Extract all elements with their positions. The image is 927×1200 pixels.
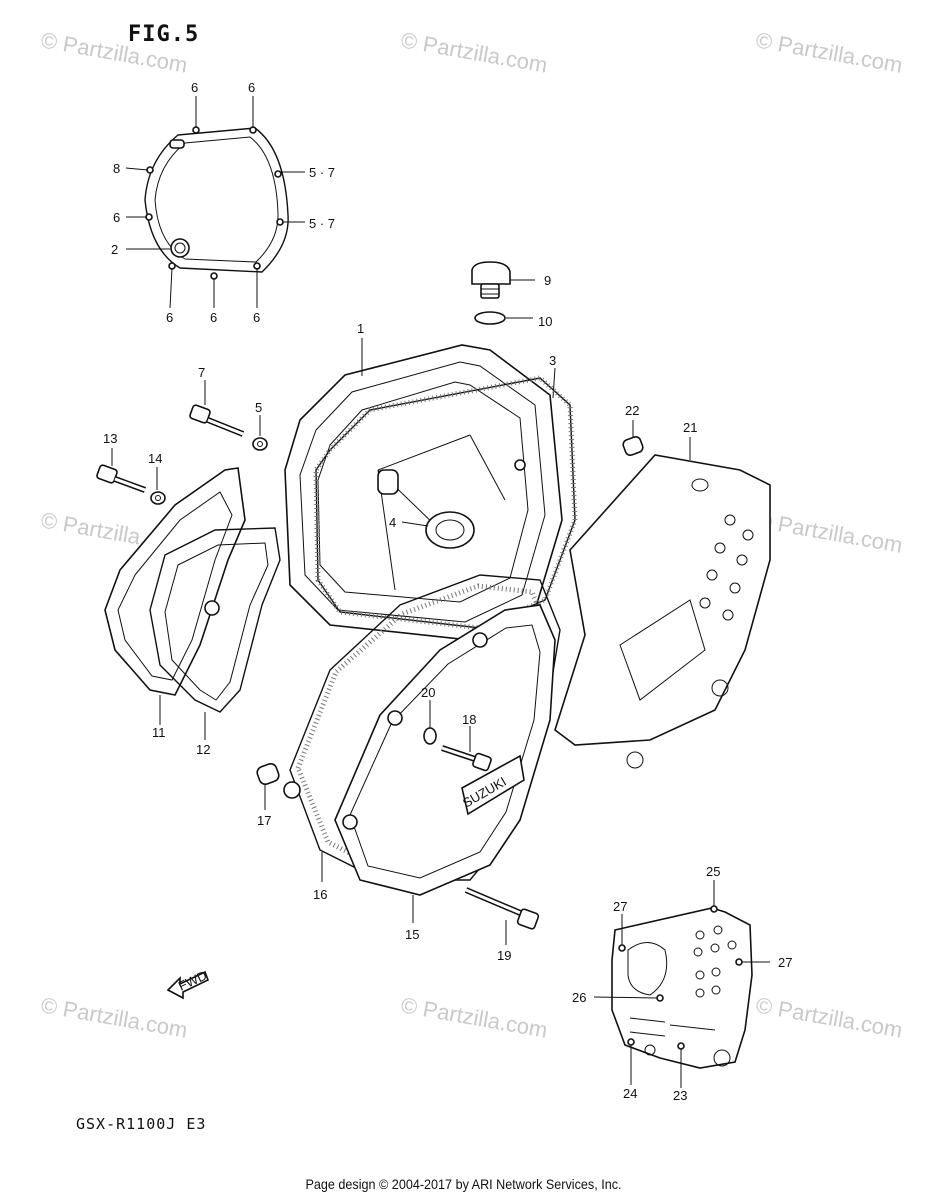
washer-20 (423, 700, 437, 745)
fwd-label: FWD (176, 968, 209, 994)
callout-6-top-right: 6 (248, 80, 255, 95)
callout-9: 9 (544, 273, 551, 288)
pickup-cover (104, 467, 246, 725)
clutch-cover (284, 338, 563, 641)
callout-1: 1 (357, 321, 364, 336)
footer-copyright: Page design © 2004-2017 by ARI Network S… (305, 1176, 622, 1192)
leader-lines (125, 96, 305, 309)
callout-5-7-lower: 5 · 7 (309, 216, 335, 231)
clutch-cover-gasket (144, 126, 289, 280)
callout-18: 18 (462, 712, 476, 727)
callout-27-right: 27 (778, 955, 792, 970)
bolt-19 (464, 887, 540, 945)
callout-6-left: 6 (113, 210, 120, 225)
callout-13: 13 (103, 431, 117, 446)
generator-cover: SUZUKI (334, 604, 556, 923)
figure-title: FIG.5 (128, 22, 200, 47)
callout-19: 19 (497, 948, 511, 963)
callout-7: 7 (198, 365, 205, 380)
bolt-18 (441, 726, 492, 772)
callout-20: 20 (421, 685, 435, 700)
cover-plate (593, 880, 770, 1088)
callout-27-upper: 27 (613, 899, 627, 914)
model-code: GSX-R1100J E3 (76, 1115, 207, 1133)
callout-16: 16 (313, 887, 327, 902)
callout-17: 17 (257, 813, 271, 828)
callout-15: 15 (405, 927, 419, 942)
callout-21: 21 (683, 420, 697, 435)
callout-6-top-left: 6 (191, 80, 198, 95)
callout-24: 24 (623, 1086, 637, 1101)
callout-3: 3 (549, 353, 556, 368)
callout-6-bottom-left: 6 (166, 310, 173, 325)
callout-23: 23 (673, 1088, 687, 1103)
clutch-cover-gasket-3 (313, 375, 578, 631)
callout-8: 8 (113, 161, 120, 176)
callout-26: 26 (572, 990, 586, 1005)
callout-2: 2 (111, 242, 118, 257)
callout-6-bottom-middle: 6 (210, 310, 217, 325)
dowel-pin-17 (256, 763, 280, 810)
oil-filler-cap (471, 261, 535, 325)
bolt-7 (189, 380, 268, 451)
callout-14: 14 (148, 451, 162, 466)
pickup-cover-gasket (149, 527, 281, 740)
callout-12: 12 (196, 742, 210, 757)
callout-22: 22 (625, 403, 639, 418)
callout-6-bottom-right: 6 (253, 310, 260, 325)
fwd-arrow: FWD (166, 968, 209, 1000)
dowel-pin-22 (622, 420, 644, 456)
callout-5-7-upper: 5 · 7 (309, 165, 335, 180)
bolt-13 (96, 448, 166, 505)
callout-4: 4 (389, 515, 396, 530)
sprocket-cover (554, 437, 771, 769)
callout-5: 5 (255, 400, 262, 415)
callout-25: 25 (706, 864, 720, 879)
callout-10: 10 (538, 314, 552, 329)
callout-labels: 1 2 3 4 5 · 7 5 · 7 5 6 6 6 6 6 6 7 8 9 … (103, 80, 792, 1103)
callout-11: 11 (152, 725, 166, 740)
